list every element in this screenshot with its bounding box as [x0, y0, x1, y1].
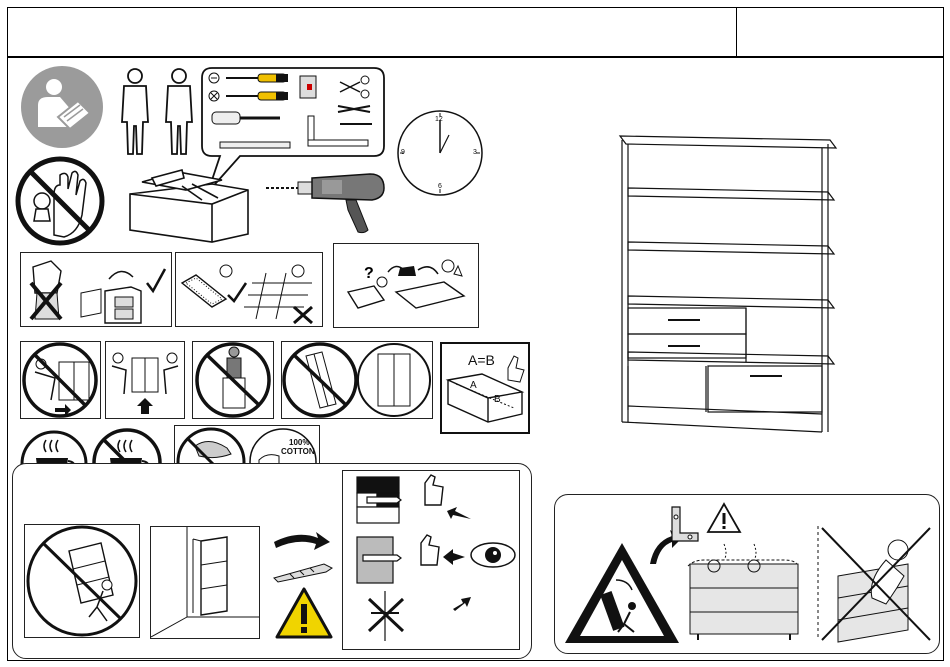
wall-type-panel: [342, 470, 520, 650]
warning-triangle-icon: [274, 586, 334, 640]
header-box: [7, 7, 944, 57]
header-divider: [736, 7, 737, 57]
unpack-panel: [20, 252, 172, 327]
child-climbing-crossed: [812, 520, 936, 648]
measure-equal-panel: A=B A B: [440, 342, 530, 434]
read-manual-icon: [20, 65, 104, 149]
toolbox-icon: [122, 164, 252, 244]
no-stand-panel: [192, 341, 274, 419]
wall-plug-icon: [270, 558, 336, 584]
clock-number-3: 3: [473, 149, 477, 156]
cotton-percent: 100%: [289, 438, 309, 447]
anchored-furniture-panel: [150, 526, 260, 639]
no-children-icon: [14, 155, 106, 247]
carpet-panel: [175, 252, 323, 327]
tipping-furniture-panel: [24, 524, 140, 638]
clock-number-9: 9: [401, 149, 405, 156]
upright-panel: [281, 341, 433, 419]
two-person-icon: [118, 66, 198, 156]
clock-number-12: 12: [435, 116, 443, 123]
cotton-word: COTTON: [281, 447, 315, 456]
svg-text:?: ?: [364, 265, 374, 282]
small-warning-icon: [706, 502, 742, 534]
shelf-unit-drawing: [610, 130, 840, 435]
clock-icon: 12 3 6 9: [395, 108, 485, 198]
drill-icon: [264, 170, 388, 236]
clock-number-6: 6: [438, 183, 442, 190]
curved-arrow-icon: [272, 528, 332, 554]
dresser-drawing: [684, 534, 804, 640]
measure-label-a: A: [470, 380, 477, 391]
lift-two-person-panel: [105, 341, 185, 419]
measure-label-b: B: [494, 394, 501, 405]
no-lift-alone-panel: [20, 341, 101, 419]
phone-panel: ?: [333, 243, 479, 328]
